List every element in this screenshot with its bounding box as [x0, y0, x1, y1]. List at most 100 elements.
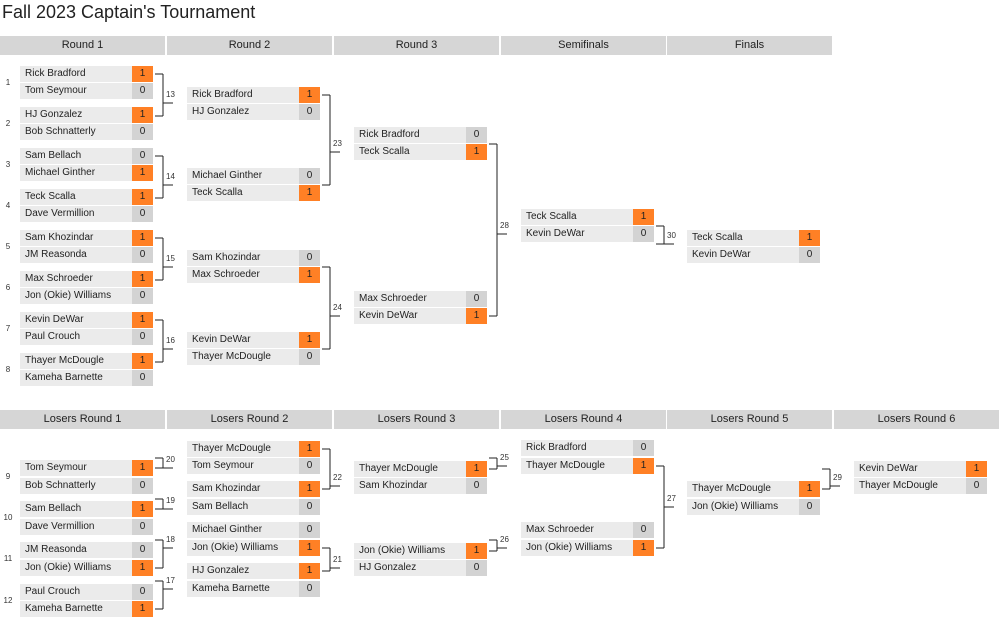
team-score: 0	[633, 522, 654, 538]
losers-round-header: Losers Round 4	[501, 410, 666, 429]
team-name[interactable]: Kevin DeWar	[20, 312, 132, 328]
team-name[interactable]: Sam Bellach	[20, 501, 132, 517]
team-name[interactable]: HJ Gonzalez	[187, 104, 299, 120]
team-name[interactable]: Max Schroeder	[521, 522, 633, 538]
team-score: 1	[132, 189, 153, 205]
team-name[interactable]: Tom Seymour	[20, 460, 132, 476]
team-score: 1	[633, 458, 654, 474]
team-name[interactable]: Teck Scalla	[687, 230, 799, 246]
team-score: 0	[299, 581, 320, 597]
team-name[interactable]: Tom Seymour	[20, 83, 132, 99]
team-score: 1	[799, 481, 820, 497]
team-name[interactable]: Jon (Okie) Williams	[20, 288, 132, 304]
team-name[interactable]: Paul Crouch	[20, 584, 132, 600]
team-name[interactable]: Bob Schnatterly	[20, 124, 132, 140]
team-name[interactable]: Teck Scalla	[187, 185, 299, 201]
team-score: 1	[466, 543, 487, 559]
match-number: 17	[166, 576, 175, 585]
team-name[interactable]: Rick Bradford	[521, 440, 633, 456]
team-name[interactable]: Kevin DeWar	[521, 226, 633, 242]
team-name[interactable]: Sam Khozindar	[354, 478, 466, 494]
team-name[interactable]: Jon (Okie) Williams	[521, 540, 633, 556]
team-name[interactable]: Dave Vermillion	[20, 206, 132, 222]
team-name[interactable]: Kameha Barnette	[20, 370, 132, 386]
team-name[interactable]: Max Schroeder	[20, 271, 132, 287]
team-name[interactable]: Jon (Okie) Williams	[187, 540, 299, 556]
team-name[interactable]: Michael Ginther	[187, 522, 299, 538]
team-name[interactable]: Rick Bradford	[187, 87, 299, 103]
team-name[interactable]: Michael Ginther	[187, 168, 299, 184]
team-name[interactable]: Thayer McDougle	[20, 353, 132, 369]
team-name[interactable]: Rick Bradford	[354, 127, 466, 143]
match-number: 27	[667, 494, 676, 503]
team-name[interactable]: Jon (Okie) Williams	[687, 499, 799, 515]
team-score: 0	[633, 440, 654, 456]
team-score: 0	[132, 83, 153, 99]
team-score: 0	[466, 291, 487, 307]
team-name[interactable]: Jon (Okie) Williams	[354, 543, 466, 559]
team-name[interactable]: Michael Ginther	[20, 165, 132, 181]
team-name[interactable]: Max Schroeder	[187, 267, 299, 283]
team-name[interactable]: Thayer McDougle	[521, 458, 633, 474]
team-name[interactable]: Kevin DeWar	[687, 247, 799, 263]
team-name[interactable]: Sam Bellach	[187, 499, 299, 515]
team-name[interactable]: Teck Scalla	[20, 189, 132, 205]
team-name[interactable]: Sam Bellach	[20, 148, 132, 164]
team-score: 0	[132, 542, 153, 558]
team-name[interactable]: Paul Crouch	[20, 329, 132, 345]
team-score: 0	[132, 519, 153, 535]
team-score: 0	[466, 560, 487, 576]
team-name[interactable]: Max Schroeder	[354, 291, 466, 307]
team-name[interactable]: Sam Khozindar	[20, 230, 132, 246]
team-name[interactable]: Kevin DeWar	[187, 332, 299, 348]
team-name[interactable]: Bob Schnatterly	[20, 478, 132, 494]
seed-number: 10	[3, 513, 13, 522]
team-score: 1	[132, 460, 153, 476]
team-name[interactable]: HJ Gonzalez	[20, 107, 132, 123]
team-name[interactable]: Kevin DeWar	[854, 461, 966, 477]
team-name[interactable]: Sam Khozindar	[187, 481, 299, 497]
match-number: 29	[833, 473, 842, 482]
team-score: 0	[132, 206, 153, 222]
team-name[interactable]: Teck Scalla	[354, 144, 466, 160]
team-name[interactable]: Rick Bradford	[20, 66, 132, 82]
match-number: 14	[166, 172, 175, 181]
team-score: 1	[966, 461, 987, 477]
seed-number: 2	[5, 119, 11, 128]
team-score: 1	[299, 332, 320, 348]
team-name[interactable]: Kameha Barnette	[187, 581, 299, 597]
team-name[interactable]: Thayer McDougle	[854, 478, 966, 494]
team-score: 1	[132, 165, 153, 181]
seed-number: 8	[5, 365, 11, 374]
team-name[interactable]: Kameha Barnette	[20, 601, 132, 617]
match-number: 13	[166, 90, 175, 99]
team-score: 0	[132, 288, 153, 304]
team-name[interactable]: HJ Gonzalez	[354, 560, 466, 576]
team-name[interactable]: Teck Scalla	[521, 209, 633, 225]
team-score: 1	[132, 501, 153, 517]
team-score: 0	[966, 478, 987, 494]
round-header: Round 3	[334, 36, 499, 55]
team-name[interactable]: Kevin DeWar	[354, 308, 466, 324]
team-score: 0	[299, 349, 320, 365]
seed-number: 9	[5, 472, 11, 481]
team-score: 1	[132, 271, 153, 287]
team-name[interactable]: JM Reasonda	[20, 542, 132, 558]
team-name[interactable]: Sam Khozindar	[187, 250, 299, 266]
team-score: 0	[132, 329, 153, 345]
team-name[interactable]: Thayer McDougle	[187, 349, 299, 365]
team-name[interactable]: Thayer McDougle	[187, 441, 299, 457]
team-name[interactable]: Thayer McDougle	[687, 481, 799, 497]
seed-number: 6	[5, 283, 11, 292]
team-name[interactable]: HJ Gonzalez	[187, 563, 299, 579]
team-name[interactable]: Thayer McDougle	[354, 461, 466, 477]
losers-round-header: Losers Round 3	[334, 410, 499, 429]
team-name[interactable]: Jon (Okie) Williams	[20, 560, 132, 576]
team-name[interactable]: Tom Seymour	[187, 458, 299, 474]
team-score: 1	[633, 540, 654, 556]
match-number: 26	[500, 535, 509, 544]
team-name[interactable]: Dave Vermillion	[20, 519, 132, 535]
team-name[interactable]: JM Reasonda	[20, 247, 132, 263]
team-score: 0	[299, 522, 320, 538]
